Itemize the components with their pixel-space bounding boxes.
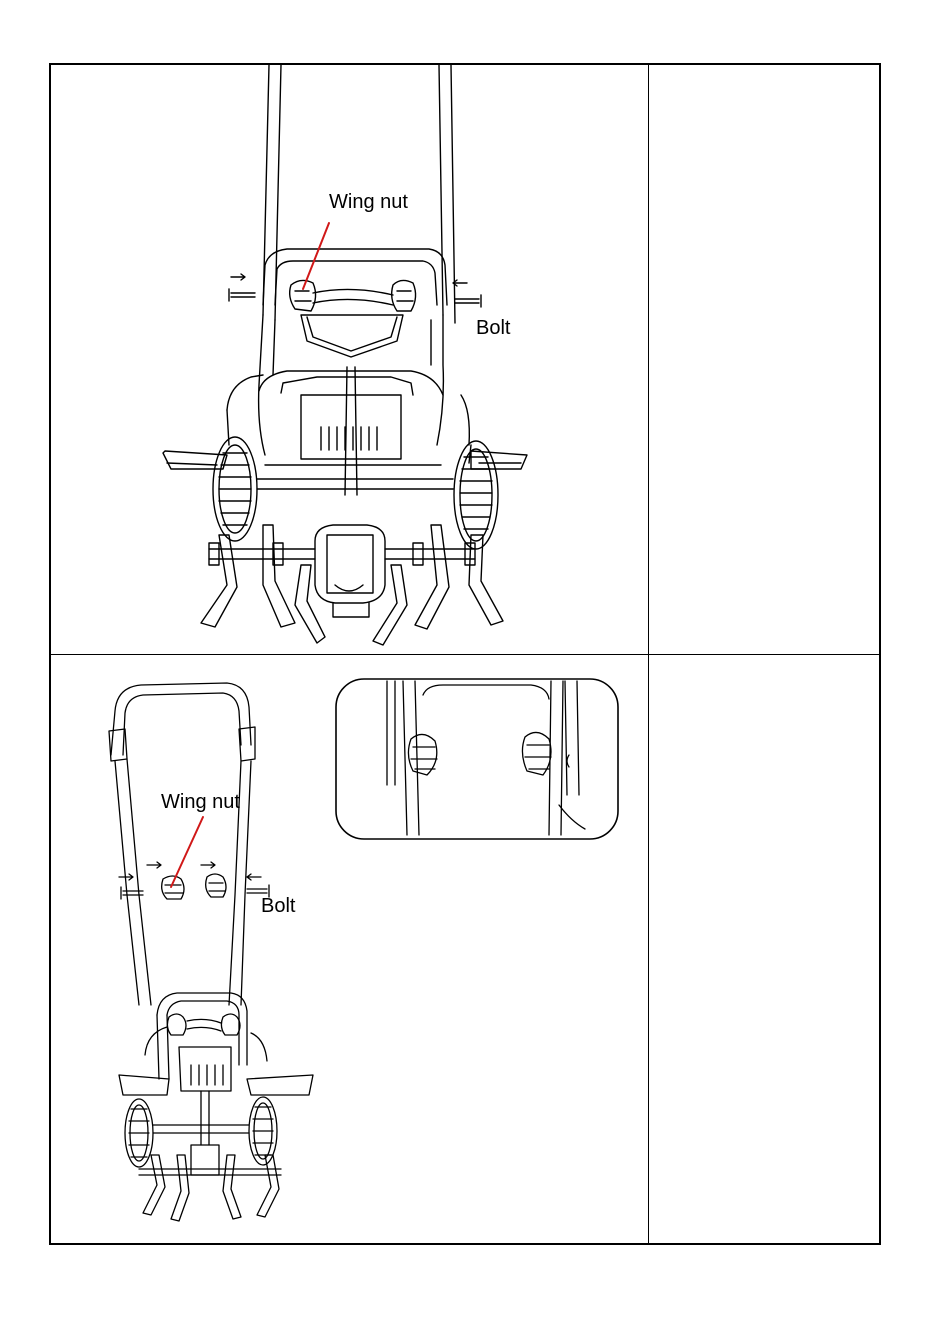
wing-nut-label: Wing nut [329, 191, 408, 214]
wing-nut-label: Wing nut [161, 791, 240, 814]
tiller-front-view-illustration [51, 65, 648, 654]
bolt-label: Bolt [476, 317, 510, 340]
figure-1-description-cell [649, 65, 881, 654]
bolt-label: Bolt [261, 895, 295, 918]
figure-2-cell: Wing nut Bolt [51, 655, 648, 1243]
tiller-full-view-illustration [51, 655, 648, 1243]
figure-1-cell: Wing nut Bolt [51, 65, 648, 654]
instruction-table: Wing nut Bolt [49, 63, 881, 1245]
figure-2-description-cell [649, 655, 881, 1243]
